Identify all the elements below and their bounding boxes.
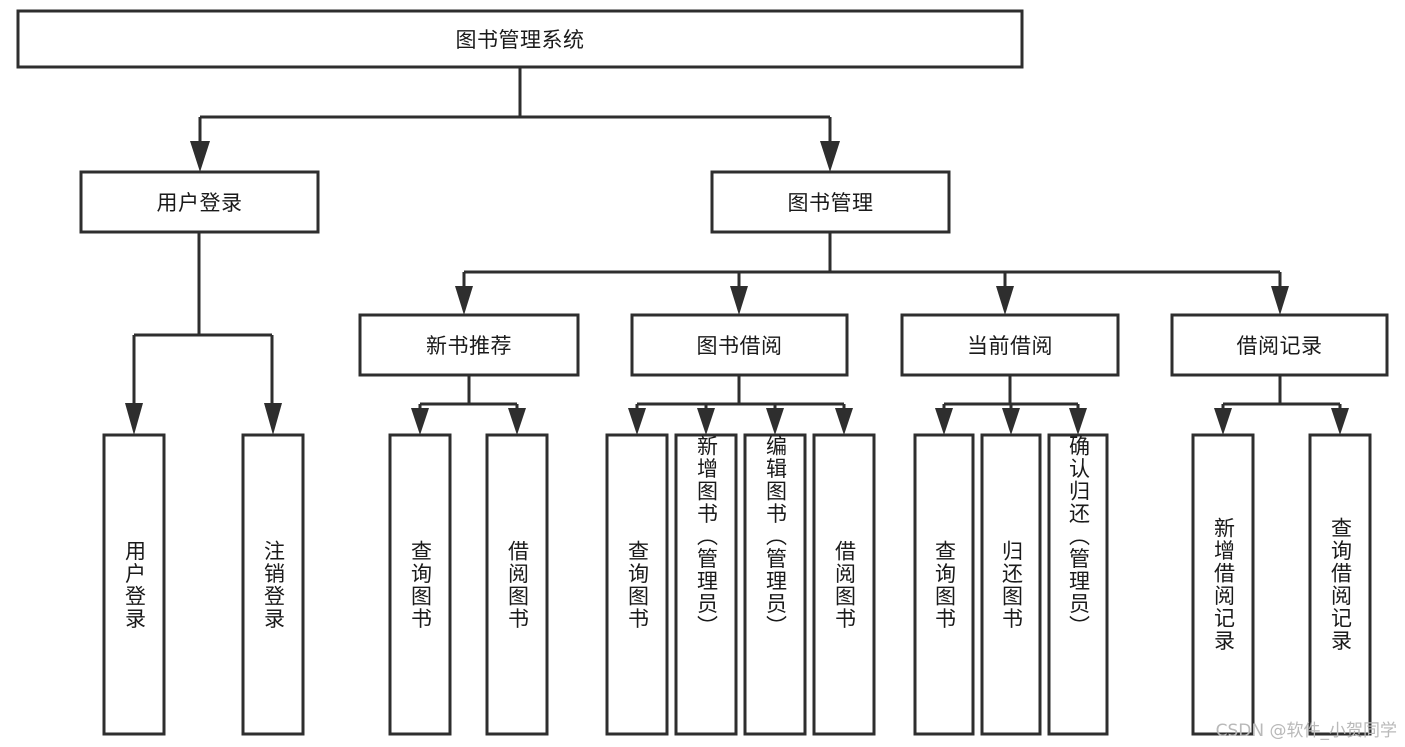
- node-leaf-query-book-current[interactable]: [913, 433, 975, 736]
- connector-user-login-to-leaves: [125, 232, 282, 435]
- node-leaf-add-book[interactable]: [674, 433, 738, 736]
- arrow-head-leaf-query-book-rec: [411, 408, 429, 435]
- node-leaf-query-borrow-record[interactable]: [1308, 433, 1372, 736]
- arrow-head-leaf-borrow-book-rec: [508, 408, 526, 435]
- node-leaf-borrow-book-rec[interactable]: [485, 433, 549, 736]
- node-leaf-confirm-return[interactable]: [1047, 433, 1109, 736]
- arrow-head-leaf-logout: [264, 403, 282, 435]
- node-leaf-query-book-rec[interactable]: [388, 433, 452, 736]
- arrow-head-current-borrow: [996, 286, 1014, 315]
- arrow-head-book-mgmt: [820, 141, 840, 172]
- arrow-head-leaf-return-book: [1002, 408, 1020, 435]
- node-root[interactable]: [16, 9, 1024, 69]
- node-book-mgmt[interactable]: [710, 170, 951, 234]
- connector-borrow-record-to-leaves: [1214, 375, 1349, 435]
- node-leaf-add-borrow-record[interactable]: [1191, 433, 1255, 736]
- node-leaf-edit-book[interactable]: [743, 433, 807, 736]
- node-current-borrow[interactable]: [900, 313, 1120, 377]
- node-leaf-return-book[interactable]: [980, 433, 1042, 736]
- node-new-book-rec[interactable]: [358, 313, 580, 377]
- arrow-head-leaf-add-book: [697, 408, 715, 435]
- node-leaf-logout[interactable]: [241, 433, 305, 736]
- arrow-head-leaf-add-borrow-record: [1214, 408, 1232, 435]
- arrow-head-book-borrow: [730, 286, 748, 315]
- node-leaf-user-login[interactable]: [102, 433, 166, 736]
- node-user-login[interactable]: [79, 170, 320, 234]
- arrow-head-leaf-query-book-current: [935, 408, 953, 435]
- node-leaf-borrow-book[interactable]: [812, 433, 876, 736]
- node-borrow-record[interactable]: [1170, 313, 1389, 377]
- node-leaf-query-book-borrow[interactable]: [605, 433, 669, 736]
- arrow-head-new-book-rec: [455, 286, 473, 315]
- connector-root-to-level2: [190, 67, 840, 172]
- arrow-head-leaf-query-borrow-record: [1331, 408, 1349, 435]
- arrow-head-borrow-record: [1271, 286, 1289, 315]
- connector-current-borrow-to-leaves: [935, 375, 1087, 435]
- arrow-head-user-login: [190, 141, 210, 172]
- arrow-head-leaf-user-login: [125, 403, 143, 435]
- arrow-head-leaf-confirm-return: [1069, 408, 1087, 435]
- connector-book-borrow-to-leaves: [628, 375, 853, 435]
- arrow-head-leaf-edit-book: [766, 408, 784, 435]
- node-book-borrow[interactable]: [630, 313, 849, 377]
- connector-new-book-rec-to-leaves: [411, 375, 526, 435]
- connector-book-mgmt-to-level3: [455, 232, 1289, 315]
- arrow-head-leaf-query-book-borrow: [628, 408, 646, 435]
- arrow-head-leaf-borrow-book: [835, 408, 853, 435]
